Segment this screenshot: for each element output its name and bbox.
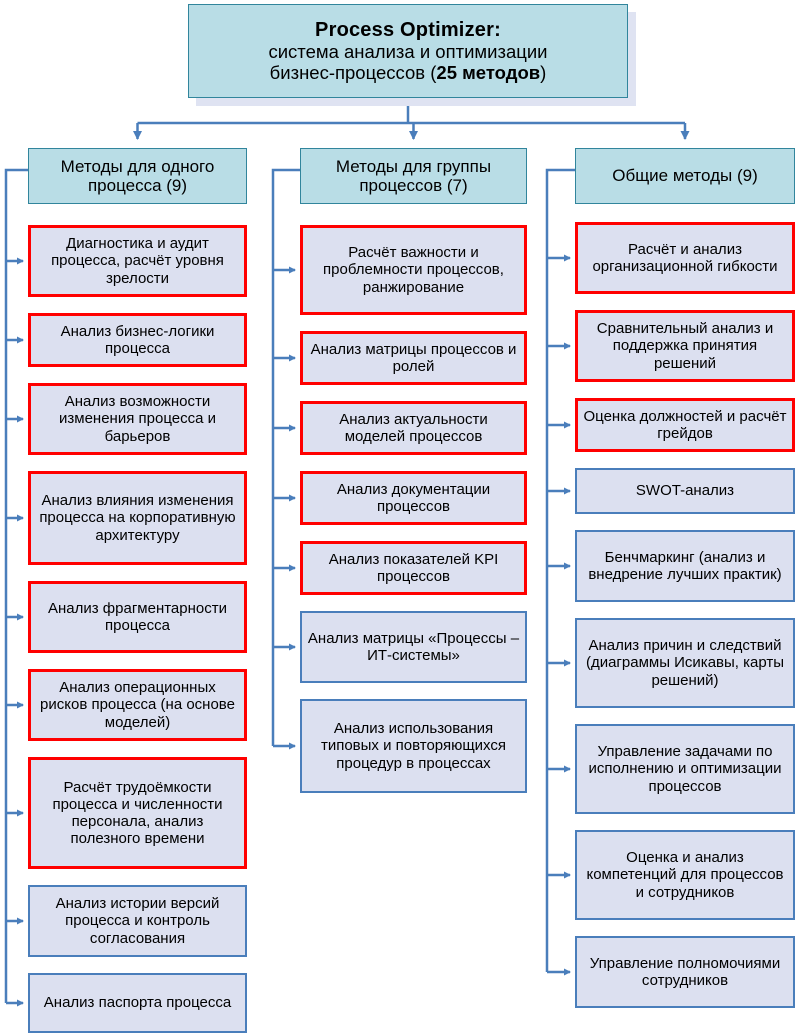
method-box-general-4[interactable]: SWOT-анализ: [575, 468, 795, 514]
method-box-process-group-1[interactable]: Расчёт важности и проблемности процессов…: [300, 225, 527, 315]
column-header-process-group[interactable]: Методы для группы процессов (7): [300, 148, 527, 204]
method-box-process-group-2[interactable]: Анализ матрицы процессов и ролей: [300, 331, 527, 385]
method-box-general-2[interactable]: Сравнительный анализ и поддержка приняти…: [575, 310, 795, 382]
method-box-single-process-3[interactable]: Анализ возможности изменения процесса и …: [28, 383, 247, 455]
method-box-single-process-2[interactable]: Анализ бизнес-логики процесса: [28, 313, 247, 367]
column-header-general[interactable]: Общие методы (9): [575, 148, 795, 204]
diagram-title: Process Optimizer: система анализа и опт…: [188, 4, 628, 98]
method-box-single-process-7[interactable]: Расчёт трудоёмкости процесса и численнос…: [28, 757, 247, 869]
method-box-single-process-5[interactable]: Анализ фрагментарности процесса: [28, 581, 247, 653]
method-box-process-group-4[interactable]: Анализ документации процессов: [300, 471, 527, 525]
title-line-3-post: ): [540, 62, 547, 84]
method-box-general-9[interactable]: Управление полномочиями сотрудников: [575, 936, 795, 1008]
method-box-single-process-6[interactable]: Анализ операционных рисков процесса (на …: [28, 669, 247, 741]
method-box-process-group-6[interactable]: Анализ матрицы «Процессы – ИТ-системы»: [300, 611, 527, 683]
title-line-1: Process Optimizer:: [315, 18, 501, 41]
method-box-general-5[interactable]: Бенчмаркинг (анализ и внедрение лучших п…: [575, 530, 795, 602]
method-box-process-group-5[interactable]: Анализ показателей KPI процессов: [300, 541, 527, 595]
method-box-general-8[interactable]: Оценка и анализ компетенций для процессо…: [575, 830, 795, 920]
method-box-process-group-3[interactable]: Анализ актуальности моделей процессов: [300, 401, 527, 455]
method-box-single-process-8[interactable]: Анализ истории версий процесса и контрол…: [28, 885, 247, 957]
column-header-single-process[interactable]: Методы для одного процесса (9): [28, 148, 247, 204]
method-box-general-3[interactable]: Оценка должностей и расчёт грейдов: [575, 398, 795, 452]
title-line-3-pre: бизнес-процессов (: [269, 62, 437, 84]
method-box-single-process-4[interactable]: Анализ влияния изменения процесса на кор…: [28, 471, 247, 565]
method-box-process-group-7[interactable]: Анализ использования типовых и повторяющ…: [300, 699, 527, 793]
title-line-2: система анализа и оптимизации: [268, 41, 548, 63]
method-box-general-1[interactable]: Расчёт и анализ организационной гибкости: [575, 222, 795, 294]
method-box-single-process-9[interactable]: Анализ паспорта процесса: [28, 973, 247, 1033]
title-line-3: бизнес-процессов (25 методов): [270, 62, 547, 83]
title-methods-count: 25 методов: [436, 62, 541, 84]
method-box-general-6[interactable]: Анализ причин и следствий (диаграммы Иси…: [575, 618, 795, 708]
method-box-single-process-1[interactable]: Диагностика и аудит процесса, расчёт уро…: [28, 225, 247, 297]
method-box-general-7[interactable]: Управление задачами по исполнению и опти…: [575, 724, 795, 814]
